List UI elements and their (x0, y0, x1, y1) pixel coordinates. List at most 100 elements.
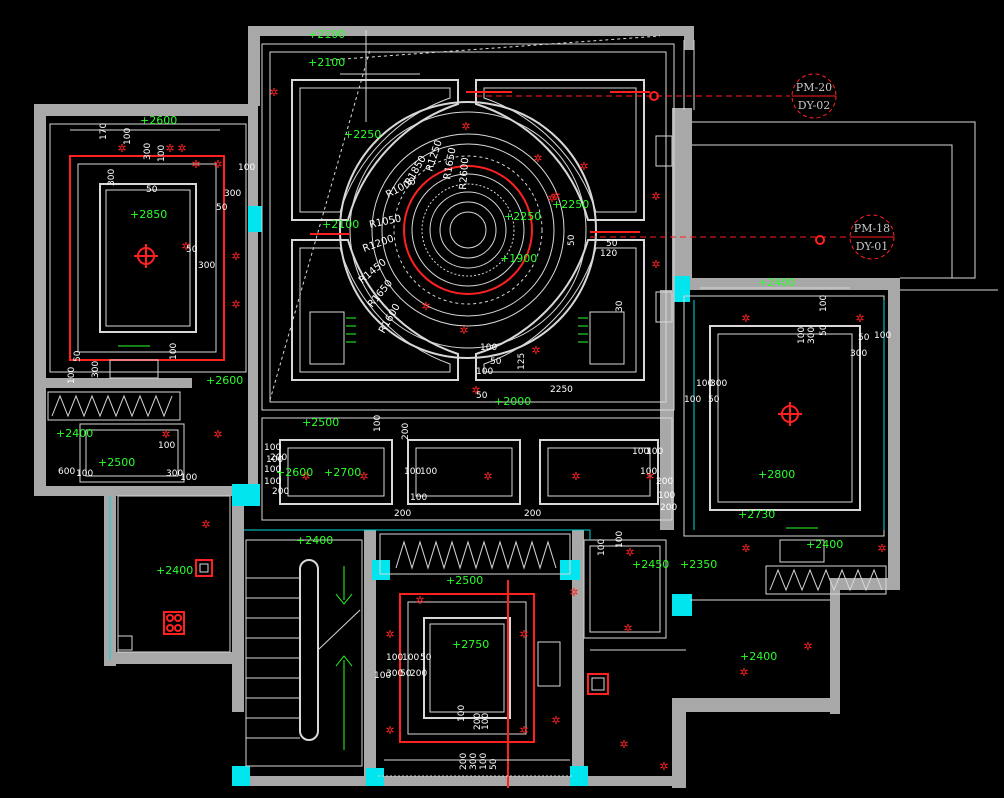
dimension-label: 100 (410, 493, 427, 503)
dimension-label: 100 (640, 467, 657, 477)
dimension-label: 50 (858, 333, 870, 343)
wall-top-left (248, 26, 260, 106)
dimension-label: 100 (646, 447, 663, 457)
dimension-label: 100 (157, 145, 167, 162)
downlight-marker: ✲ (385, 628, 394, 641)
downlight-marker: ✲ (579, 160, 588, 173)
dimension-label: 200 (524, 509, 541, 519)
dimension-label: 50 (490, 357, 502, 367)
dimension-label: 100 (264, 443, 281, 453)
dimension-label: 170 (99, 123, 109, 140)
downlight-marker: ✲ (181, 240, 190, 253)
downlight-marker: ✲ (231, 250, 240, 263)
downlight-marker: ✲ (213, 428, 222, 441)
dimension-label: 200 (272, 487, 289, 497)
level-tag: +2100 (308, 56, 345, 69)
bedroom-left-ceiling (47, 123, 247, 421)
level-tag: +2500 (302, 416, 339, 429)
level-tag: +2250 (504, 210, 541, 223)
level-tag: +2400 (56, 427, 93, 440)
bedroom-right-ceiling (683, 287, 887, 595)
downlight-marker: ✲ (651, 190, 660, 203)
wall-left-outer (34, 104, 46, 496)
downlight-marker: ✲ (547, 192, 556, 205)
dimension-label: 300 (107, 169, 117, 186)
dimension-label: 100 (373, 415, 383, 432)
downlight-marker: ✲ (415, 594, 424, 607)
callout-pm20: PM-20 DY-02 (791, 73, 837, 119)
level-tag: +2450 (632, 558, 669, 571)
level-tag: +2750 (452, 638, 489, 651)
callout-pm20-top: PM-20 (796, 81, 832, 94)
dimension-label: 200 (473, 713, 483, 730)
callout-pm18-top: PM-18 (854, 222, 890, 235)
dimension-label: 300 (469, 753, 479, 770)
wall-right-mid (672, 108, 692, 278)
downlight-marker: ✲ (741, 542, 750, 555)
dimension-labels: 170 100 300 100 300 50 300 50 50 300 100… (58, 123, 891, 770)
level-tag: +2500 (446, 574, 483, 587)
wall-stair-left (232, 496, 244, 712)
downlight-marker: ✲ (461, 120, 470, 133)
dimension-label: 300 (850, 349, 867, 359)
stair (245, 539, 363, 767)
downlight-marker: ✲ (855, 312, 864, 325)
downlight-marker: ✲ (191, 158, 200, 171)
dimension-label: 50 (819, 324, 829, 336)
wall-stair-right (364, 530, 376, 786)
dimension-label: 200 (660, 503, 677, 513)
callout-pm20-bottom: DY-02 (798, 99, 831, 112)
downlight-marker: ✲ (645, 470, 654, 483)
dimension-label: 100 (169, 343, 179, 360)
dimension-label: 100 (266, 455, 283, 465)
dimension-label: 100 (597, 539, 607, 556)
dimension-label: 200 (270, 453, 287, 463)
dimension-label: 100 (123, 128, 133, 145)
dimension-label: 100 (874, 331, 891, 341)
level-tags: +2100 +2100 +2250 +2100 +2250 +2250 +190… (56, 28, 843, 663)
dimension-label: 100 (238, 163, 255, 173)
level-tag: +2100 (308, 28, 345, 41)
dimension-label: 50 (567, 234, 577, 246)
downlight-markers: ✲✲✲✲✲✲✲✲✲✲✲✲✲✲✲✲✲✲✲✲✲✲✲✲✲✲✲✲✲✲✲✲✲✲✲✲✲✲✲✲… (117, 86, 886, 773)
downlight-marker: ✲ (551, 190, 560, 203)
cyan-boundaries (109, 300, 885, 660)
dimension-label: 100 (696, 379, 713, 389)
callout-pm18-bottom: DY-01 (856, 240, 889, 253)
level-tag: +2400 (296, 534, 333, 547)
wall-right-lower (830, 578, 840, 714)
wall-left-partition (248, 100, 258, 486)
downlight-marker: ✲ (519, 628, 528, 641)
level-tag: +2000 (494, 395, 531, 408)
dimension-label: 200 (656, 477, 673, 487)
callout-leaders (476, 91, 848, 245)
dimension-label: 100 (615, 531, 625, 548)
dimension-label: 100 (264, 465, 281, 475)
dimension-label: 50 (400, 669, 412, 679)
wall-right-step (830, 578, 900, 590)
dimension-label: 100 (632, 447, 649, 457)
downlight-marker: ✲ (301, 470, 310, 483)
dimension-label: 200 (401, 423, 411, 440)
level-tag: +2400 (156, 564, 193, 577)
downlight-marker: ✲ (569, 586, 578, 599)
level-tag: +2400 (740, 650, 777, 663)
level-tag: +2800 (758, 468, 795, 481)
wall-bottom-right-corner (672, 698, 686, 788)
level-tag: +2730 (738, 508, 775, 521)
dimension-label: 100 (158, 441, 175, 451)
downlight-marker: ✲ (117, 142, 126, 155)
exterior-lines (683, 40, 998, 291)
level-tag: +2100 (322, 218, 359, 231)
dimension-label: 300 (198, 261, 215, 271)
dimension-label: 300 (224, 189, 241, 199)
downlight-marker: ✲ (551, 714, 560, 727)
dimension-label: 50 (146, 185, 158, 195)
downlight-marker: ✲ (161, 428, 170, 441)
dimension-label: 100 (67, 367, 77, 384)
dimension-label: 100 (264, 477, 281, 487)
dimension-label: 100 (76, 469, 93, 479)
dimension-label: 50 (476, 391, 488, 401)
downlight-marker: ✲ (471, 384, 480, 397)
